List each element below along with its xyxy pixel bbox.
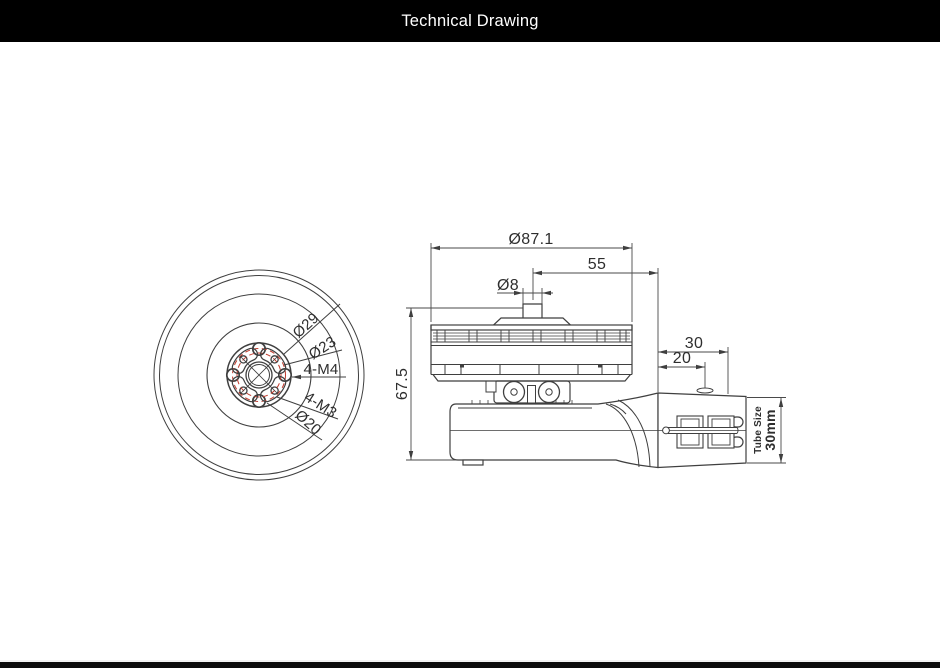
leader-arrow-4m4: [292, 374, 301, 380]
rim-nub-left: [460, 364, 464, 368]
dimension-lines: [406, 243, 786, 464]
dim-overall-height: 67.5: [394, 368, 411, 400]
bell-bottom-plate: [432, 374, 631, 382]
mount-plate-notch: [527, 385, 536, 404]
rotor-mid-circle: [177, 293, 341, 457]
mount-plate-step: [485, 380, 497, 393]
stator-circle: [206, 322, 312, 428]
dim-tube-size-label: Tube Size: [753, 406, 764, 454]
shaft-flange: [491, 317, 573, 326]
bell-rim-band: [431, 364, 632, 375]
bell-fin-ticks: [436, 330, 627, 342]
shaft-bore-outer: [245, 361, 273, 389]
arm-transition-curves: [605, 399, 651, 468]
shaft-bore-inner: [248, 364, 270, 386]
page-title: Technical Drawing: [401, 11, 539, 30]
mount-base-foot: [462, 459, 484, 466]
clamp-top-screw-ellipse: [696, 387, 714, 394]
dimension-texts: Ø87.1 55 Ø8 67.5 30 20 Tube Size 30mm: [394, 231, 778, 454]
shaft: [522, 303, 543, 318]
rotor-outer-inner-circle: [159, 275, 359, 475]
dim-screw-position: 20: [673, 350, 691, 367]
label-m4-bolt-circle: Ø23: [306, 333, 340, 363]
tube-center-pin: [662, 426, 670, 435]
motor-bell: [430, 303, 633, 382]
dimension-arrows: [408, 245, 784, 463]
bolt-circle-dashed-red: [232, 348, 286, 402]
app-footer: [0, 660, 940, 668]
app-header: Technical Drawing: [0, 0, 940, 42]
bell-band-lines: [431, 341, 632, 346]
dim-motor-diameter: Ø87.1: [508, 231, 553, 248]
base-serration-ticks: [471, 400, 573, 404]
side-view: [430, 303, 747, 469]
bell-top-plate: [430, 324, 633, 331]
center-cross-lines: [239, 355, 279, 395]
dim-axis-offset: 55: [588, 256, 606, 273]
front-view: [153, 269, 365, 481]
mount-screws: [502, 380, 561, 404]
label-m4-holes: 4-M4: [304, 361, 339, 378]
bell-fin-lines: [433, 332, 630, 340]
rim-nub-right: [598, 364, 602, 368]
front-view-labels: Ø29 Ø23 4-M4 4-M3 Ø20: [290, 310, 340, 439]
bell-sides: [430, 325, 633, 375]
dim-shaft-diameter: Ø8: [497, 277, 519, 294]
rotor-outer-circle: [153, 269, 365, 481]
dim-tube-size-value: 30mm: [762, 409, 778, 450]
dim-clamp-length: 30: [685, 335, 703, 352]
hub-kidney-cutouts: [231, 347, 287, 403]
